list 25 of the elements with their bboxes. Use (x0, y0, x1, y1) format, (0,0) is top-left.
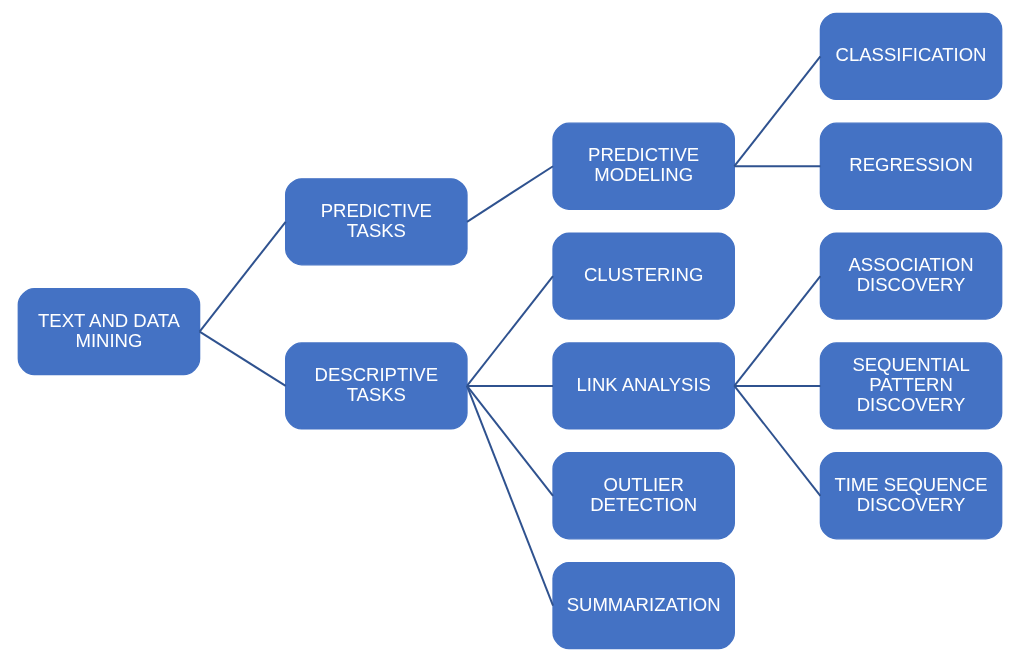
connector (465, 384, 554, 607)
connector (732, 384, 821, 497)
connector (732, 55, 821, 168)
node-box: CLUSTERING (551, 232, 735, 320)
node-box: PREDICTIVE TASKS (284, 178, 468, 266)
node-box: ASSOCIATION DISCOVERY (819, 232, 1002, 320)
node-box: PREDICTIVE MODELING (551, 122, 735, 210)
node-box: TIME SEQUENCE DISCOVERY (819, 452, 1002, 540)
node-box: TEXT AND DATA MINING (17, 288, 200, 376)
connector (732, 165, 821, 168)
connector (465, 165, 554, 223)
connector (465, 275, 554, 387)
node-box: OUTLIER DETECTION (551, 452, 735, 540)
node-box: SEQUENTIAL PATTERN DISCOVERY (819, 342, 1002, 430)
node-box: LINK ANALYSIS (551, 342, 735, 430)
node-box: CLASSIFICATION (819, 12, 1002, 101)
node-box: DESCRIPTIVE TASKS (284, 342, 468, 430)
connector (732, 275, 821, 387)
connector (465, 384, 554, 387)
node-box: REGRESSION (819, 122, 1002, 210)
connector (198, 330, 287, 387)
connector (198, 220, 287, 333)
connector (465, 384, 554, 497)
node-box: SUMMARIZATION (551, 561, 735, 650)
connector (732, 384, 821, 387)
